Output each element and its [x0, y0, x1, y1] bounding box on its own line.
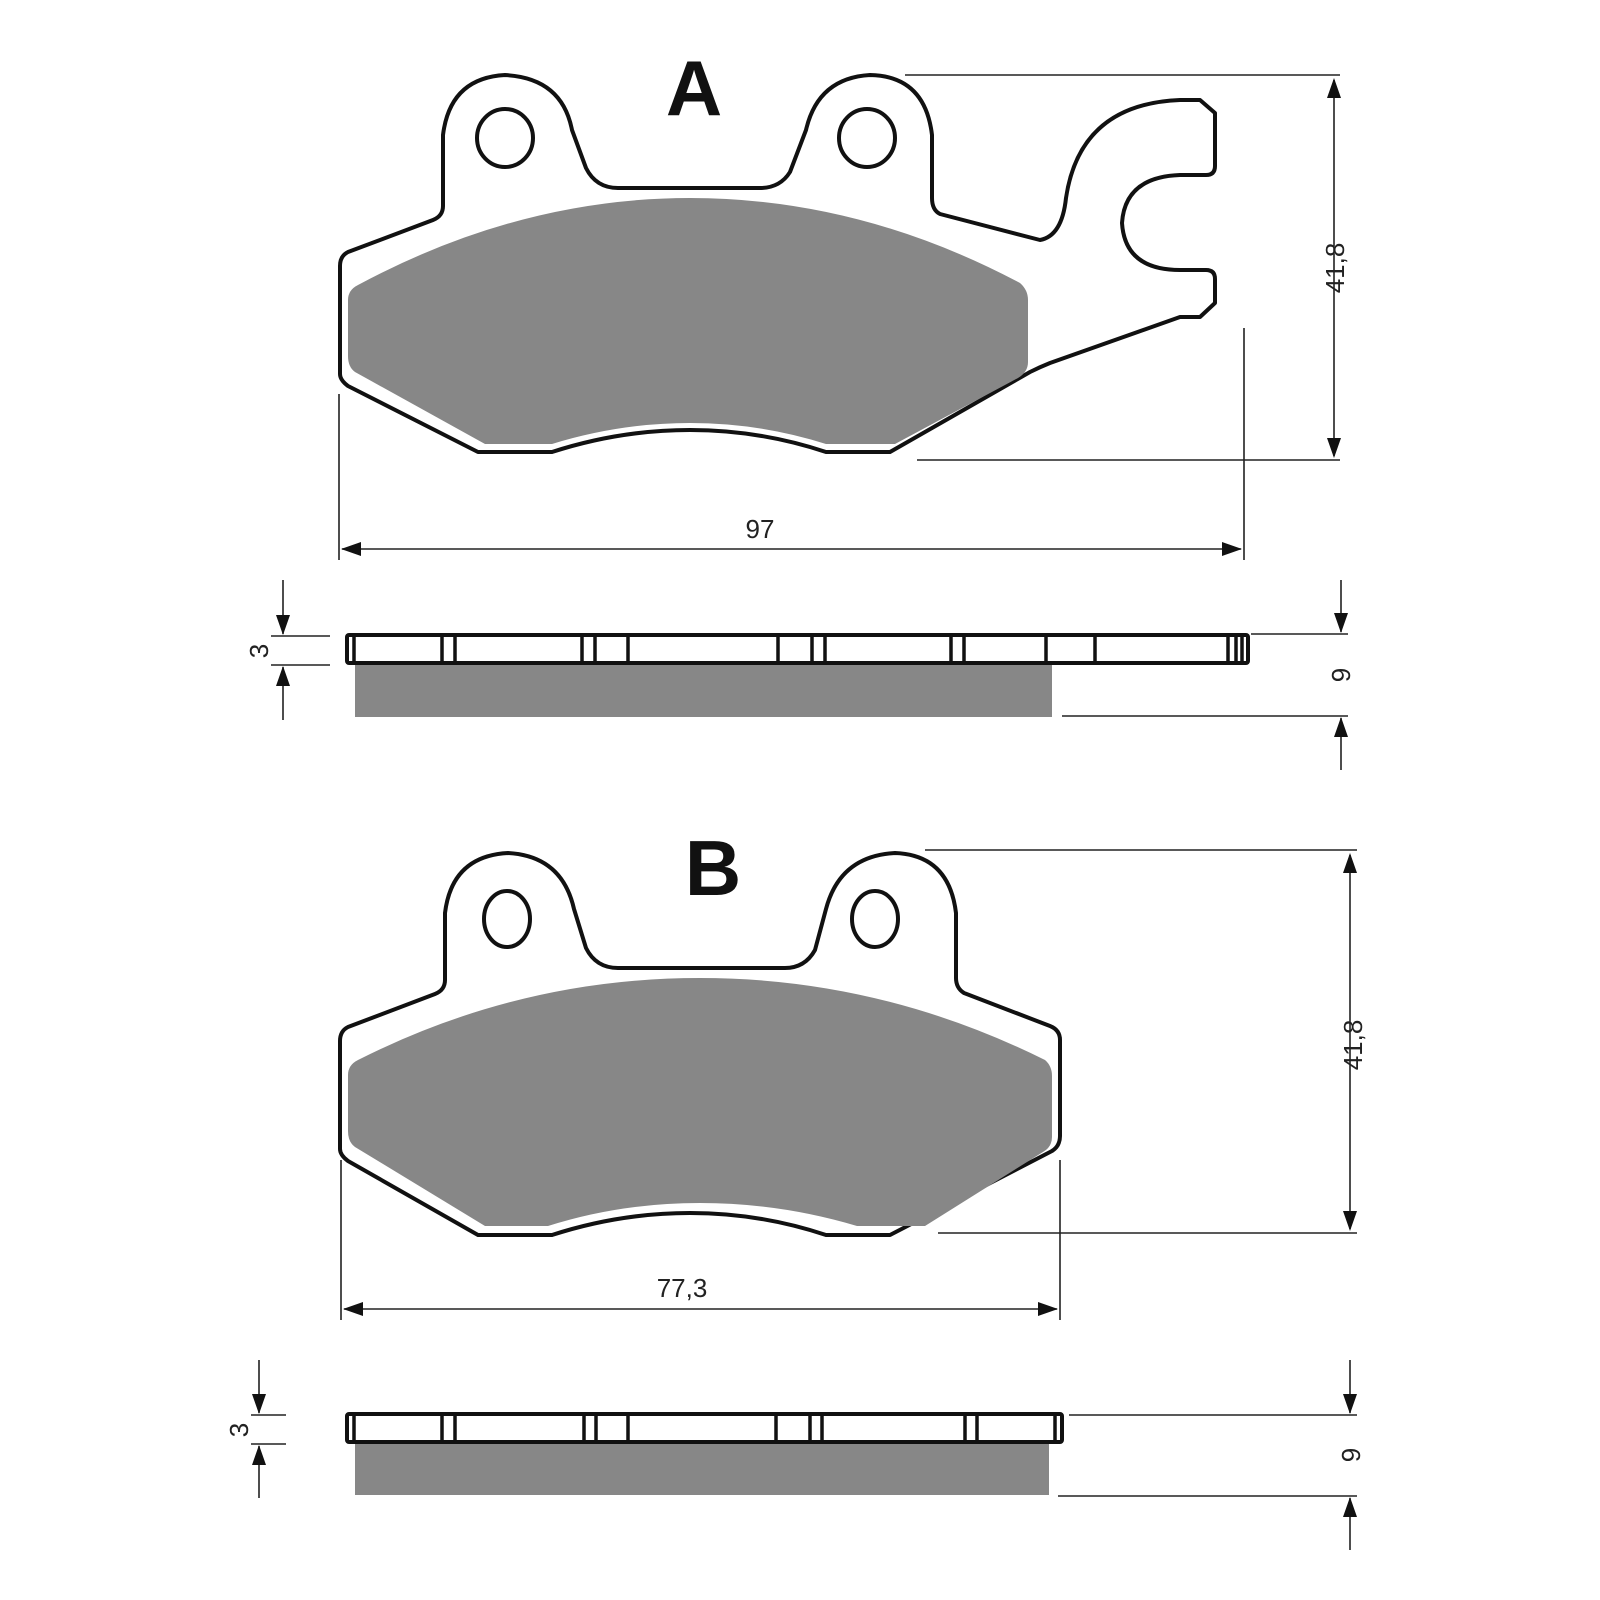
pad-b-side-view [345, 1412, 1064, 1495]
pad-b-side-dividers [352, 1416, 1057, 1440]
pad-b-total-thickness-dimension: 9 [1336, 1448, 1366, 1462]
pad-b-side-dimensions: 3 9 [224, 1360, 1366, 1550]
pad-b-friction-material [348, 978, 1052, 1226]
pad-b-height-dimension: 41,8 [1338, 1020, 1368, 1071]
pad-b-left-mounting-hole [482, 889, 532, 949]
pad-b-right-mounting-hole [850, 889, 900, 949]
pad-a-label: A [666, 44, 722, 132]
pad-a-right-mounting-hole [837, 107, 897, 169]
pad-a-total-thickness-dimension: 9 [1326, 668, 1356, 682]
pad-a-left-mounting-hole [475, 107, 535, 169]
pad-a-height-dimension: 41,8 [1320, 243, 1350, 294]
pad-a-side-view [345, 633, 1250, 717]
pad-a-width-dimension: 97 [746, 514, 775, 544]
pad-a-side-friction [355, 662, 1052, 717]
pad-a-side-dimensions: 3 9 [244, 580, 1356, 770]
pad-b-plate-thickness-dimension: 3 [224, 1423, 254, 1437]
pad-a-dimensions: 41,8 97 [338, 74, 1350, 560]
pad-b-side-plate [345, 1412, 1064, 1444]
pad-b-label: B [685, 824, 741, 912]
pad-a-friction-material [348, 198, 1028, 444]
pad-a-side-dividers [352, 637, 1244, 661]
pad-b-dimensions: 41,8 77,3 [340, 849, 1368, 1320]
pad-a-plate-thickness-dimension: 3 [244, 644, 274, 658]
pad-b-side-friction [355, 1442, 1049, 1495]
pad-b-front-view: B [338, 824, 1062, 1237]
pad-a-front-view: A [338, 44, 1217, 454]
pad-b-width-dimension: 77,3 [657, 1273, 708, 1303]
pad-a-side-plate [345, 633, 1250, 665]
